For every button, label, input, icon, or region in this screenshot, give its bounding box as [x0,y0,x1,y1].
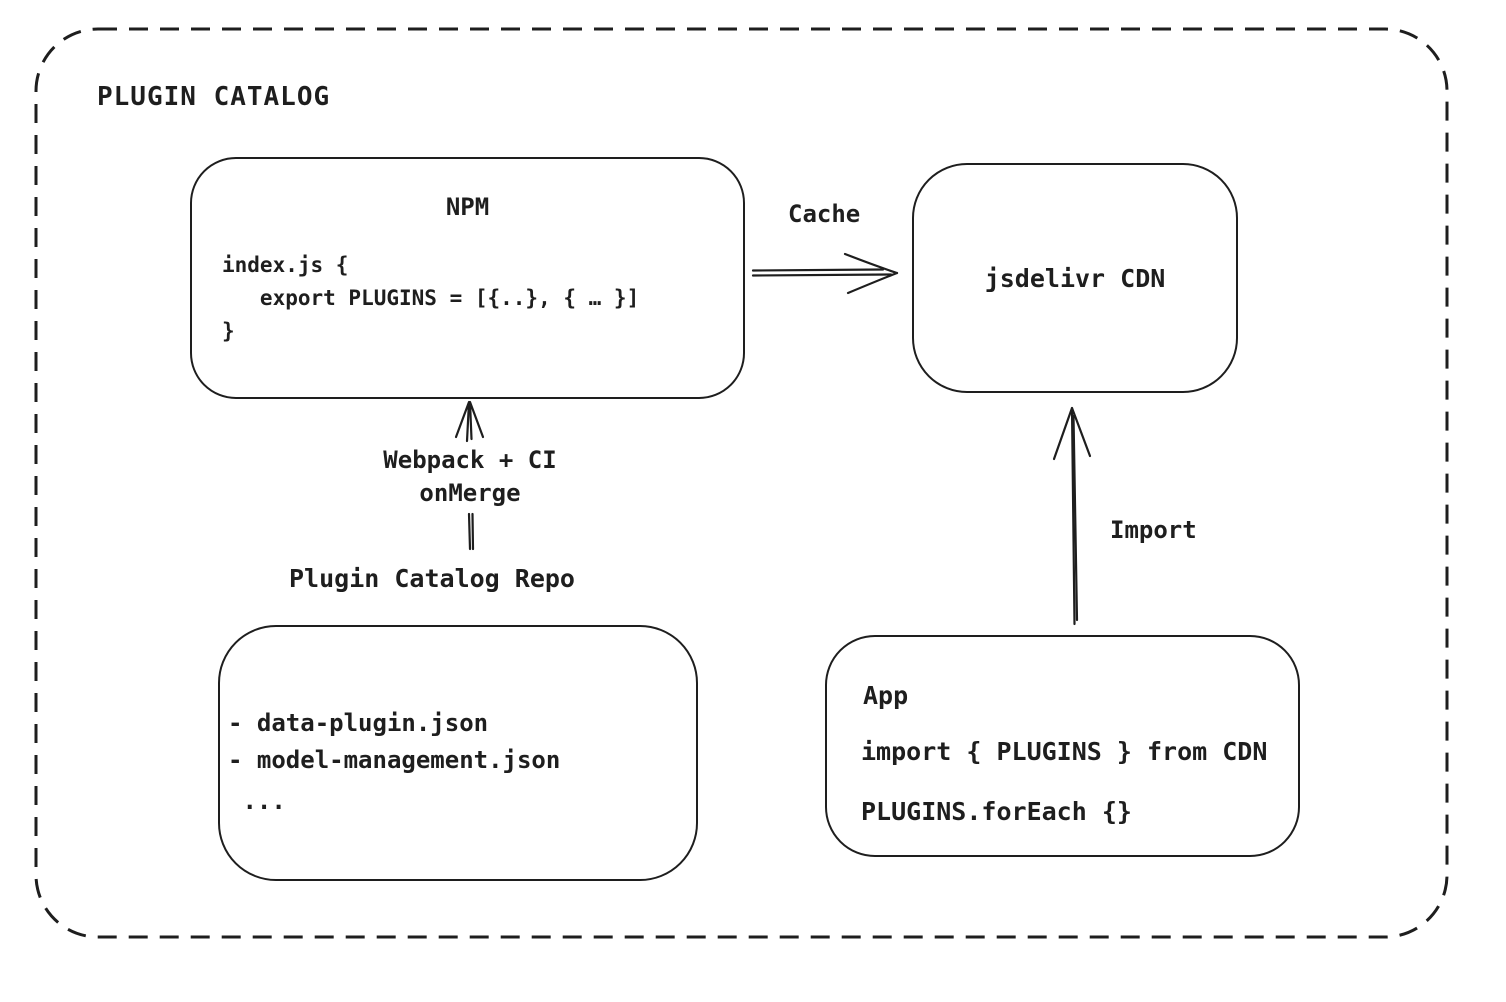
repo-file-item: - data-plugin.json [228,709,489,737]
repo-file-item: ... [228,787,286,815]
cache-arrow [751,252,899,295]
repo-node-title: Plugin Catalog Repo [289,564,575,593]
app-code-line: PLUGINS.forEach {} [861,797,1132,826]
npm-code-block: index.js { export PLUGINS = [{..}, { … }… [222,249,639,348]
repo-node: - data-plugin.json - model-management.jso… [218,625,698,881]
app-node-title: App [863,681,909,710]
npm-code-line: index.js { [222,253,349,277]
cdn-node: jsdelivr CDN [912,163,1238,393]
build-edge-label-line2: onMerge [419,479,521,507]
npm-code-line: } [222,319,235,343]
cdn-node-label: jsdelivr CDN [984,263,1166,293]
import-arrow [1052,406,1092,626]
app-code-line: import { PLUGINS } from CDN [861,737,1268,766]
npm-node: NPM index.js { export PLUGINS = [{..}, {… [190,157,745,399]
diagram-title: PLUGIN CATALOG [97,82,331,112]
npm-node-title: NPM [445,193,490,221]
build-edge-label-line1: Webpack + CI [383,446,557,474]
outer-dashed-frame [34,27,1449,939]
app-node: App import { PLUGINS } from CDN PLUGINS.… [825,635,1300,857]
repo-file-list: - data-plugin.json - model-management.jso… [228,705,560,820]
npm-code-line: export PLUGINS = [{..}, { … }] [222,286,640,310]
build-edge-label: Webpack + CI onMerge [355,444,585,510]
import-edge-label: Import [1110,516,1197,544]
repo-file-item: - model-management.json [228,746,561,774]
cache-edge-label: Cache [788,200,861,228]
build-arrow [454,400,485,551]
